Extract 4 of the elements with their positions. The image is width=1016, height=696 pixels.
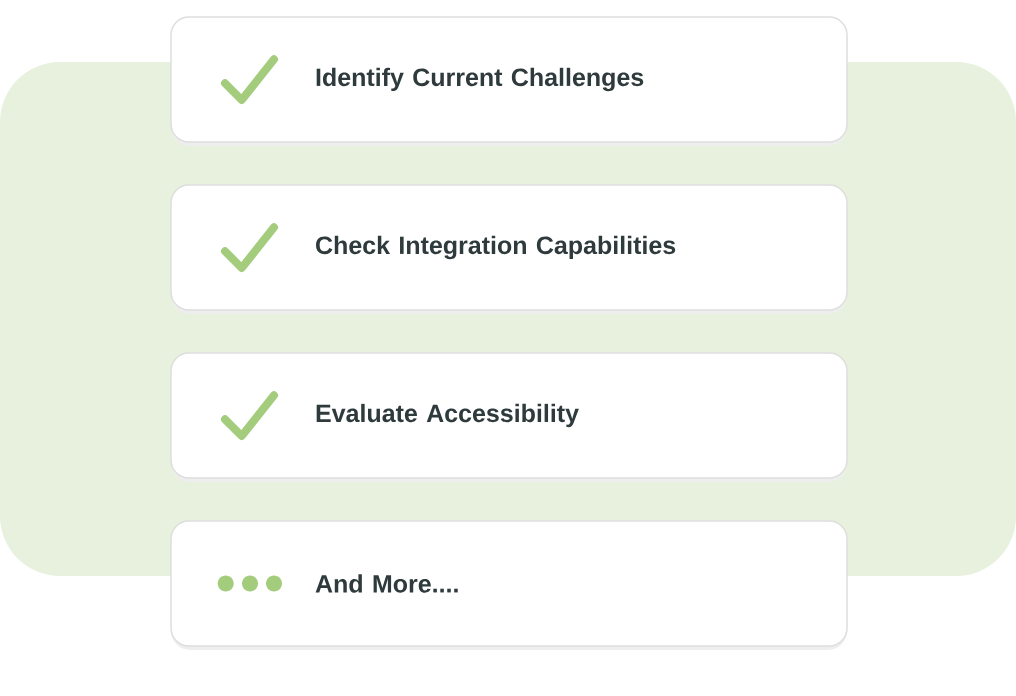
list-card: Check Integration Capabilities	[170, 184, 848, 314]
list-card: Identify Current Challenges	[170, 16, 848, 146]
list-card: And More....	[170, 520, 848, 650]
list-card: Evaluate Accessibility	[170, 352, 848, 482]
